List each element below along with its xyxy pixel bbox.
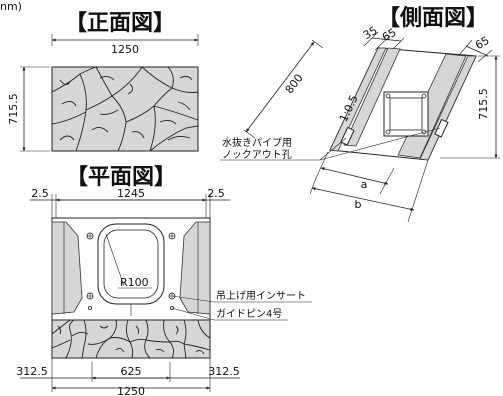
front-stone-pattern [51,66,199,152]
plan-guide-pin [88,305,93,310]
plan-right-gap-label: 2.5 [207,187,225,200]
side-65b-dimension-line [465,45,489,57]
plan-width-label: 1245 [117,187,145,200]
plan-center-hole [97,223,165,305]
plan-bottom-center-label: 625 [121,365,142,378]
side-view: 【側面図】 800 35 65 65 715.5 [220,6,500,223]
plan-lifting-inserts [86,232,176,300]
plan-radius-label: R100 [120,276,149,289]
side-35-label: 35 [361,24,380,42]
front-view-title: 【正面図】 [65,11,175,36]
side-a-label: a [361,178,368,191]
plan-left-gap-label: 2.5 [31,187,49,200]
plan-insert-label: 吊上げ用インサート [216,290,306,302]
side-800-dimension-line [245,41,315,133]
front-stone-block [51,66,199,152]
front-width-label: 1250 [111,43,139,56]
partial-header-text: nm) [0,0,22,13]
plan-bottom-total-label: 1250 [117,385,145,396]
plan-left-panel [51,221,83,315]
side-window [383,91,429,137]
plan-view: 【平面図】 2.5 1245 2.5 R [16,165,312,396]
side-b-label: b [355,198,362,211]
side-800-label: 800 [283,72,306,97]
side-65a-label: 65 [380,26,399,44]
side-height-label: 715.5 [477,88,490,120]
plan-view-title: 【平面図】 [66,165,176,190]
knockout-label-line1: 水抜きパイプ用 [222,136,292,149]
side-front-strip [329,47,387,152]
side-knockout-hole-right [434,118,449,138]
knockout-label-line2: ノックアウト孔 [222,149,292,161]
plan-stone-strip [51,319,211,359]
side-65b-label: 65 [473,34,492,52]
front-view: 【正面図】 1250 715.5 [7,11,199,152]
plan-guide-pin-label: ガイドピン4号 [216,308,282,320]
side-knockout-hole-left [340,126,355,146]
plan-bottom-right-label: 312.5 [208,365,240,378]
side-b-dimension-line [311,187,415,211]
side-view-title: 【側面図】 [378,6,488,31]
side-a-dimension-line [320,167,389,185]
side-35-65-dimension-line [371,37,402,42]
plan-stone-pattern [51,319,211,359]
plan-bottom-left-label: 312.5 [16,365,48,378]
plan-right-panel [179,221,211,315]
front-height-label: 715.5 [7,93,20,125]
side-left-panel [343,47,401,147]
